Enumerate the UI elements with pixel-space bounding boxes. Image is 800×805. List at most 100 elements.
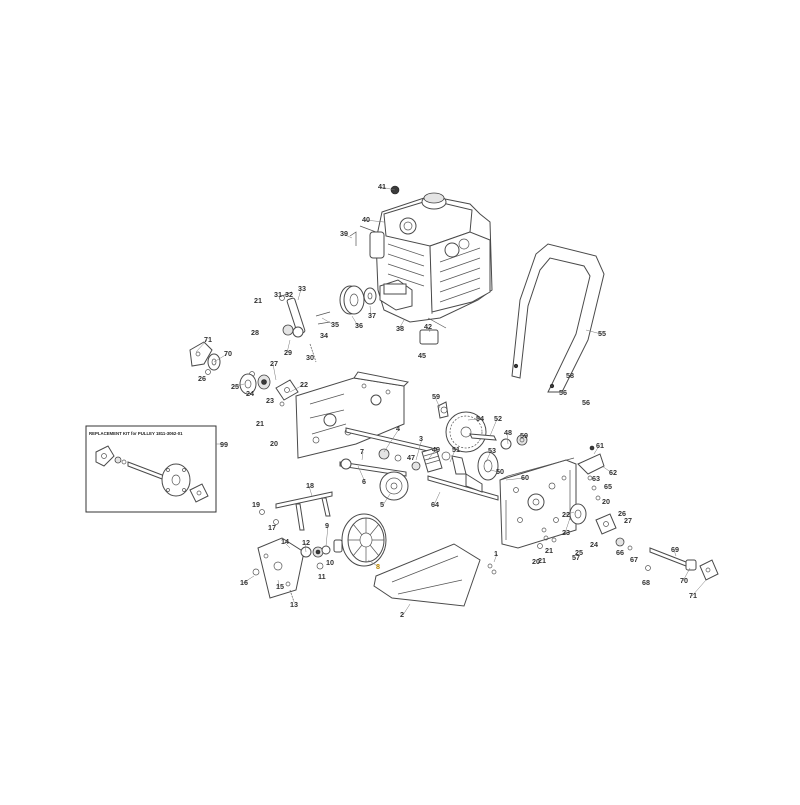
- leader-line: [427, 449, 436, 461]
- callout-20c[interactable]: 20: [532, 557, 540, 566]
- callout-21a[interactable]: 21: [254, 296, 262, 305]
- leader-line: [382, 493, 391, 506]
- callout-9[interactable]: 9: [325, 521, 329, 530]
- callout-31[interactable]: 31: [274, 290, 282, 299]
- callout-21d[interactable]: 21: [545, 546, 553, 555]
- leader-line: [242, 575, 255, 584]
- callout-24a[interactable]: 24: [246, 389, 254, 398]
- callout-10[interactable]: 10: [326, 558, 334, 567]
- callout-52[interactable]: 52: [494, 414, 502, 423]
- leader-line: [682, 567, 691, 582]
- callout-5[interactable]: 5: [380, 500, 384, 509]
- callout-63[interactable]: 63: [592, 474, 600, 483]
- callout-65[interactable]: 65: [604, 482, 612, 491]
- callout-47[interactable]: 47: [407, 453, 415, 462]
- callout-41[interactable]: 41: [378, 182, 386, 191]
- leader-line: [383, 428, 400, 453]
- callout-3[interactable]: 3: [419, 434, 423, 443]
- callout-39[interactable]: 39: [340, 229, 348, 238]
- callout-68[interactable]: 68: [642, 578, 650, 587]
- leader-line: [493, 553, 498, 563]
- callout-26b[interactable]: 26: [618, 509, 626, 518]
- callout-70b[interactable]: 70: [680, 576, 688, 585]
- callout-25a[interactable]: 25: [231, 382, 239, 391]
- callout-27a[interactable]: 27: [270, 359, 278, 368]
- callout-7[interactable]: 7: [360, 447, 364, 456]
- callout-62[interactable]: 62: [609, 468, 617, 477]
- callout-38[interactable]: 38: [396, 324, 404, 333]
- leader-line: [213, 353, 228, 363]
- callout-17[interactable]: 17: [268, 523, 276, 532]
- callout-29[interactable]: 29: [284, 348, 292, 357]
- callout-51[interactable]: 51: [452, 445, 460, 454]
- callout-26a[interactable]: 26: [198, 374, 206, 383]
- callout-48[interactable]: 48: [504, 428, 512, 437]
- callout-20a[interactable]: 20: [270, 439, 278, 448]
- callout-53[interactable]: 53: [488, 446, 496, 455]
- callout-4[interactable]: 4: [396, 424, 400, 433]
- callout-59b[interactable]: 59: [520, 431, 528, 440]
- leader-line: [434, 396, 441, 409]
- callout-50[interactable]: 50: [496, 467, 504, 476]
- callout-56a[interactable]: 56: [559, 388, 567, 397]
- callout-14[interactable]: 14: [281, 537, 289, 546]
- callout-71b[interactable]: 71: [689, 591, 697, 600]
- callout-24b[interactable]: 24: [590, 540, 598, 549]
- callout-57[interactable]: 57: [572, 553, 580, 562]
- callout-8[interactable]: 8: [376, 562, 380, 571]
- callout-22[interactable]: 22: [300, 380, 308, 389]
- callout-37[interactable]: 37: [368, 311, 376, 320]
- leader-line: [233, 383, 245, 388]
- callout-27b[interactable]: 27: [624, 516, 632, 525]
- callout-67[interactable]: 67: [630, 555, 638, 564]
- leader-line: [304, 542, 307, 553]
- callout-20b[interactable]: 20: [602, 497, 610, 506]
- callout-49[interactable]: 49: [432, 445, 440, 454]
- callout-23a[interactable]: 23: [266, 396, 274, 405]
- callout-70a[interactable]: 70: [224, 349, 232, 358]
- callout-21b[interactable]: 21: [256, 419, 264, 428]
- callout-55[interactable]: 55: [598, 329, 606, 338]
- callout-33[interactable]: 33: [298, 284, 306, 293]
- callout-22b[interactable]: 22: [562, 510, 570, 519]
- callout-15[interactable]: 15: [276, 582, 284, 591]
- callout-30[interactable]: 30: [306, 353, 314, 362]
- callout-66[interactable]: 66: [616, 548, 624, 557]
- callout-18[interactable]: 18: [306, 481, 314, 490]
- callout-23b[interactable]: 23: [562, 528, 570, 537]
- leader-line: [467, 418, 480, 421]
- callout-2[interactable]: 2: [400, 610, 404, 619]
- callout-45[interactable]: 45: [418, 351, 426, 360]
- callout-25b[interactable]: 25: [575, 548, 583, 557]
- callout-59a[interactable]: 59: [432, 392, 440, 401]
- callout-54[interactable]: 54: [476, 414, 484, 423]
- callout-99[interactable]: 99: [220, 440, 228, 449]
- callout-40[interactable]: 40: [362, 215, 370, 224]
- leader-line: [272, 363, 277, 381]
- leader-line: [361, 451, 364, 461]
- leader-line: [433, 491, 441, 506]
- callout-60[interactable]: 60: [521, 473, 529, 482]
- callout-56b[interactable]: 56: [582, 398, 590, 407]
- callout-69[interactable]: 69: [671, 545, 679, 554]
- callout-58[interactable]: 58: [566, 371, 574, 380]
- callout-28[interactable]: 28: [251, 328, 259, 337]
- callout-71a[interactable]: 71: [204, 335, 212, 344]
- callout-13[interactable]: 13: [290, 600, 298, 609]
- leader-line: [691, 579, 707, 597]
- callout-21c[interactable]: 21: [538, 556, 546, 565]
- callout-19[interactable]: 19: [252, 500, 260, 509]
- callout-12[interactable]: 12: [302, 538, 310, 547]
- callout-36[interactable]: 36: [355, 321, 363, 330]
- callout-42[interactable]: 42: [424, 322, 432, 331]
- callout-16[interactable]: 16: [240, 578, 248, 587]
- callout-34[interactable]: 34: [320, 331, 328, 340]
- callout-35[interactable]: 35: [331, 320, 339, 329]
- callout-6[interactable]: 6: [362, 477, 366, 486]
- callout-1[interactable]: 1: [494, 549, 498, 558]
- callout-11[interactable]: 11: [318, 572, 326, 581]
- callout-64[interactable]: 64: [431, 500, 439, 509]
- callout-32[interactable]: 32: [285, 290, 293, 299]
- callout-61[interactable]: 61: [596, 441, 604, 450]
